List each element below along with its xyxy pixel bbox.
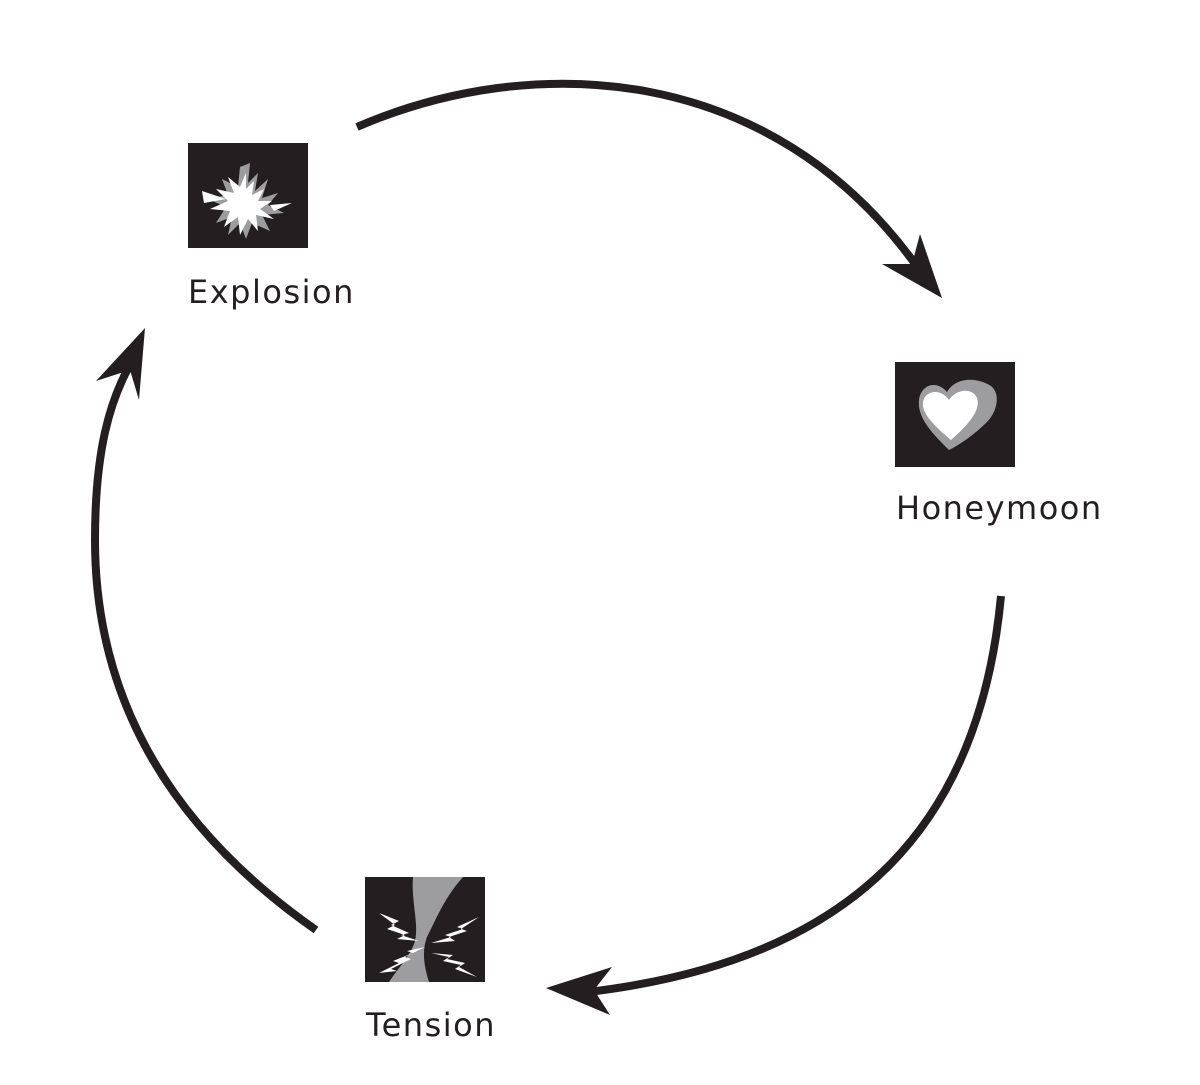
stage-label-honeymoon: Honeymoon xyxy=(896,489,1103,527)
arrow-tension-to-explosion xyxy=(90,328,319,934)
stage-honeymoon: Honeymoon xyxy=(895,362,1103,527)
lightning-icon xyxy=(365,877,485,982)
heart-icon xyxy=(895,362,1015,467)
stage-explosion: Explosion xyxy=(188,143,355,311)
stage-label-tension: Tension xyxy=(365,1006,496,1044)
arrow-explosion-to-honeymoon xyxy=(355,79,942,298)
stage-label-explosion: Explosion xyxy=(188,273,355,311)
stage-tension: Tension xyxy=(365,877,496,1044)
arrow-honeymoon-to-tension xyxy=(546,595,1005,1015)
explosion-icon xyxy=(188,143,308,248)
